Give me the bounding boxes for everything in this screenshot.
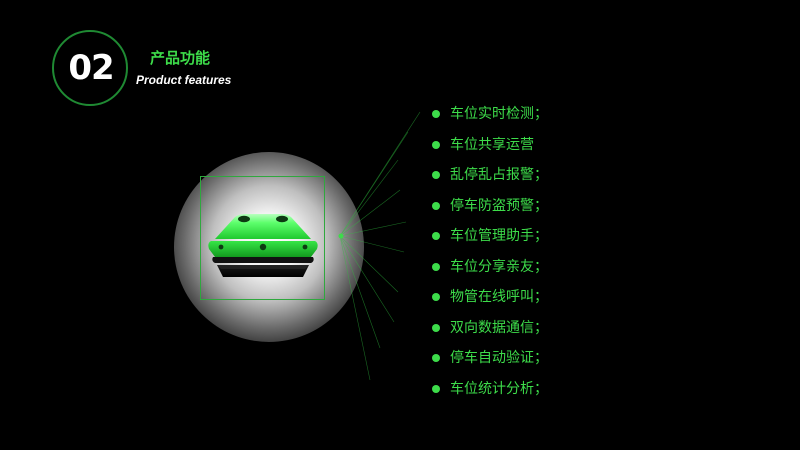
bullet-dot-icon (432, 140, 440, 149)
feature-item: 车位共享运营 (430, 134, 548, 165)
section-title-cn: 产品功能 (150, 49, 211, 67)
ray-10 (339, 235, 371, 381)
section-number-ring (52, 30, 128, 106)
feature-item: 车位统计分析； (430, 378, 548, 409)
feature-label: 车位实时检测； (450, 106, 548, 122)
parking-sensor-device-icon (208, 214, 318, 277)
bullet-dot-icon (432, 293, 440, 301)
feature-label: 停车防盗预警； (450, 197, 548, 214)
feature-item: 乱停乱占报警； (430, 164, 548, 195)
ray-3 (339, 159, 399, 237)
feature-label: 乱停乱占报警； (450, 167, 548, 183)
ray-5 (339, 221, 407, 237)
feature-label: 车位共享运营 (450, 136, 534, 153)
feature-label: 物管在线呼叫； (450, 289, 548, 305)
ray-9 (339, 235, 381, 349)
feature-item: 停车防盗预警； (430, 195, 548, 226)
bullet-dot-icon (432, 110, 440, 118)
ray-8 (339, 235, 395, 323)
feature-label: 双向数据通信； (450, 319, 548, 336)
bullet-dot-icon (432, 323, 440, 332)
feature-item: 双向数据通信； (430, 317, 548, 348)
ray-7 (339, 235, 399, 293)
ray-2 (339, 131, 409, 237)
bullet-dot-icon (432, 262, 440, 271)
ray-6 (339, 235, 405, 253)
ray-4 (339, 189, 401, 237)
feature-item: 停车自动验证； (430, 347, 548, 378)
feature-item: 车位分享亲友； (430, 256, 548, 287)
bullet-dot-icon (432, 354, 440, 362)
feature-list: 车位实时检测； 车位共享运营 乱停乱占报警； 停车防盗预警； 车位管理助手； 车… (430, 103, 548, 408)
feature-item: 物管在线呼叫； (430, 286, 548, 317)
product-image-frame (200, 176, 325, 300)
feature-item: 车位实时检测； (430, 103, 548, 134)
ray-origin-dot (338, 233, 344, 239)
feature-label: 车位分享亲友； (450, 258, 548, 275)
bullet-dot-icon (432, 232, 440, 240)
feature-label: 车位管理助手； (450, 228, 548, 244)
section-title-en: Product features (136, 73, 232, 87)
section-number: 02 (68, 48, 114, 88)
feature-label: 车位统计分析； (450, 380, 548, 397)
bullet-dot-icon (432, 201, 440, 210)
feature-item: 车位管理助手； (430, 225, 548, 256)
feature-label: 停车自动验证； (450, 350, 548, 366)
bullet-dot-icon (432, 384, 440, 393)
bullet-dot-icon (432, 171, 440, 179)
